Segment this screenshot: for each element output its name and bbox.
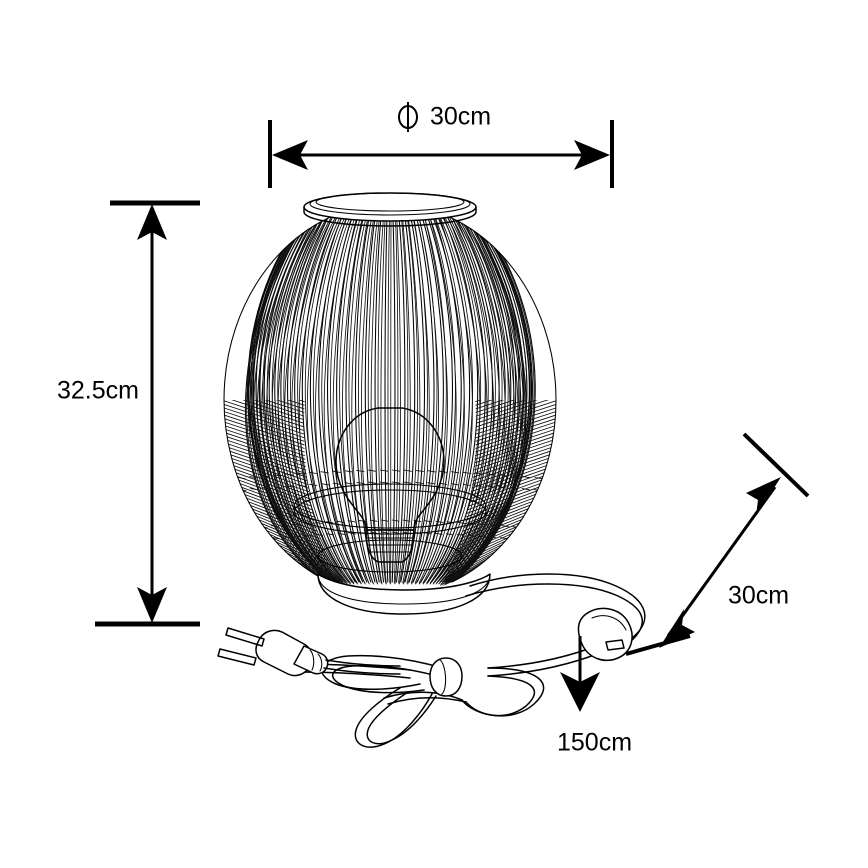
arrow-up-right xyxy=(746,477,781,516)
dimension-depth: 30cm xyxy=(625,432,810,656)
light-bulb xyxy=(335,407,445,563)
top-ring xyxy=(303,192,477,227)
dimension-cord-length: 150cm xyxy=(557,636,632,757)
arrow-up xyxy=(137,204,167,240)
arrow-right xyxy=(574,140,610,170)
arrow-down-left xyxy=(659,609,695,648)
arrow-left xyxy=(272,140,308,170)
wire-cage-globe xyxy=(224,209,556,596)
inline-rocker-switch[interactable] xyxy=(577,607,633,662)
lamp-base-plate xyxy=(317,573,491,615)
height-label: 32.5cm xyxy=(57,377,139,405)
lamp-illustration xyxy=(217,192,646,748)
diameter-label: 30cm xyxy=(430,103,491,131)
dimension-height: 32.5cm xyxy=(57,200,200,627)
two-prong-power-plug xyxy=(217,627,401,677)
diameter-symbol xyxy=(398,102,418,132)
depth-label: 30cm xyxy=(728,582,789,610)
arrow-down xyxy=(137,587,167,623)
arrow-down-cord xyxy=(560,672,600,712)
dimension-diameter: 30cm xyxy=(268,102,614,188)
cord-tie-wrap xyxy=(429,657,463,697)
cord-length-label: 150cm xyxy=(557,729,632,757)
